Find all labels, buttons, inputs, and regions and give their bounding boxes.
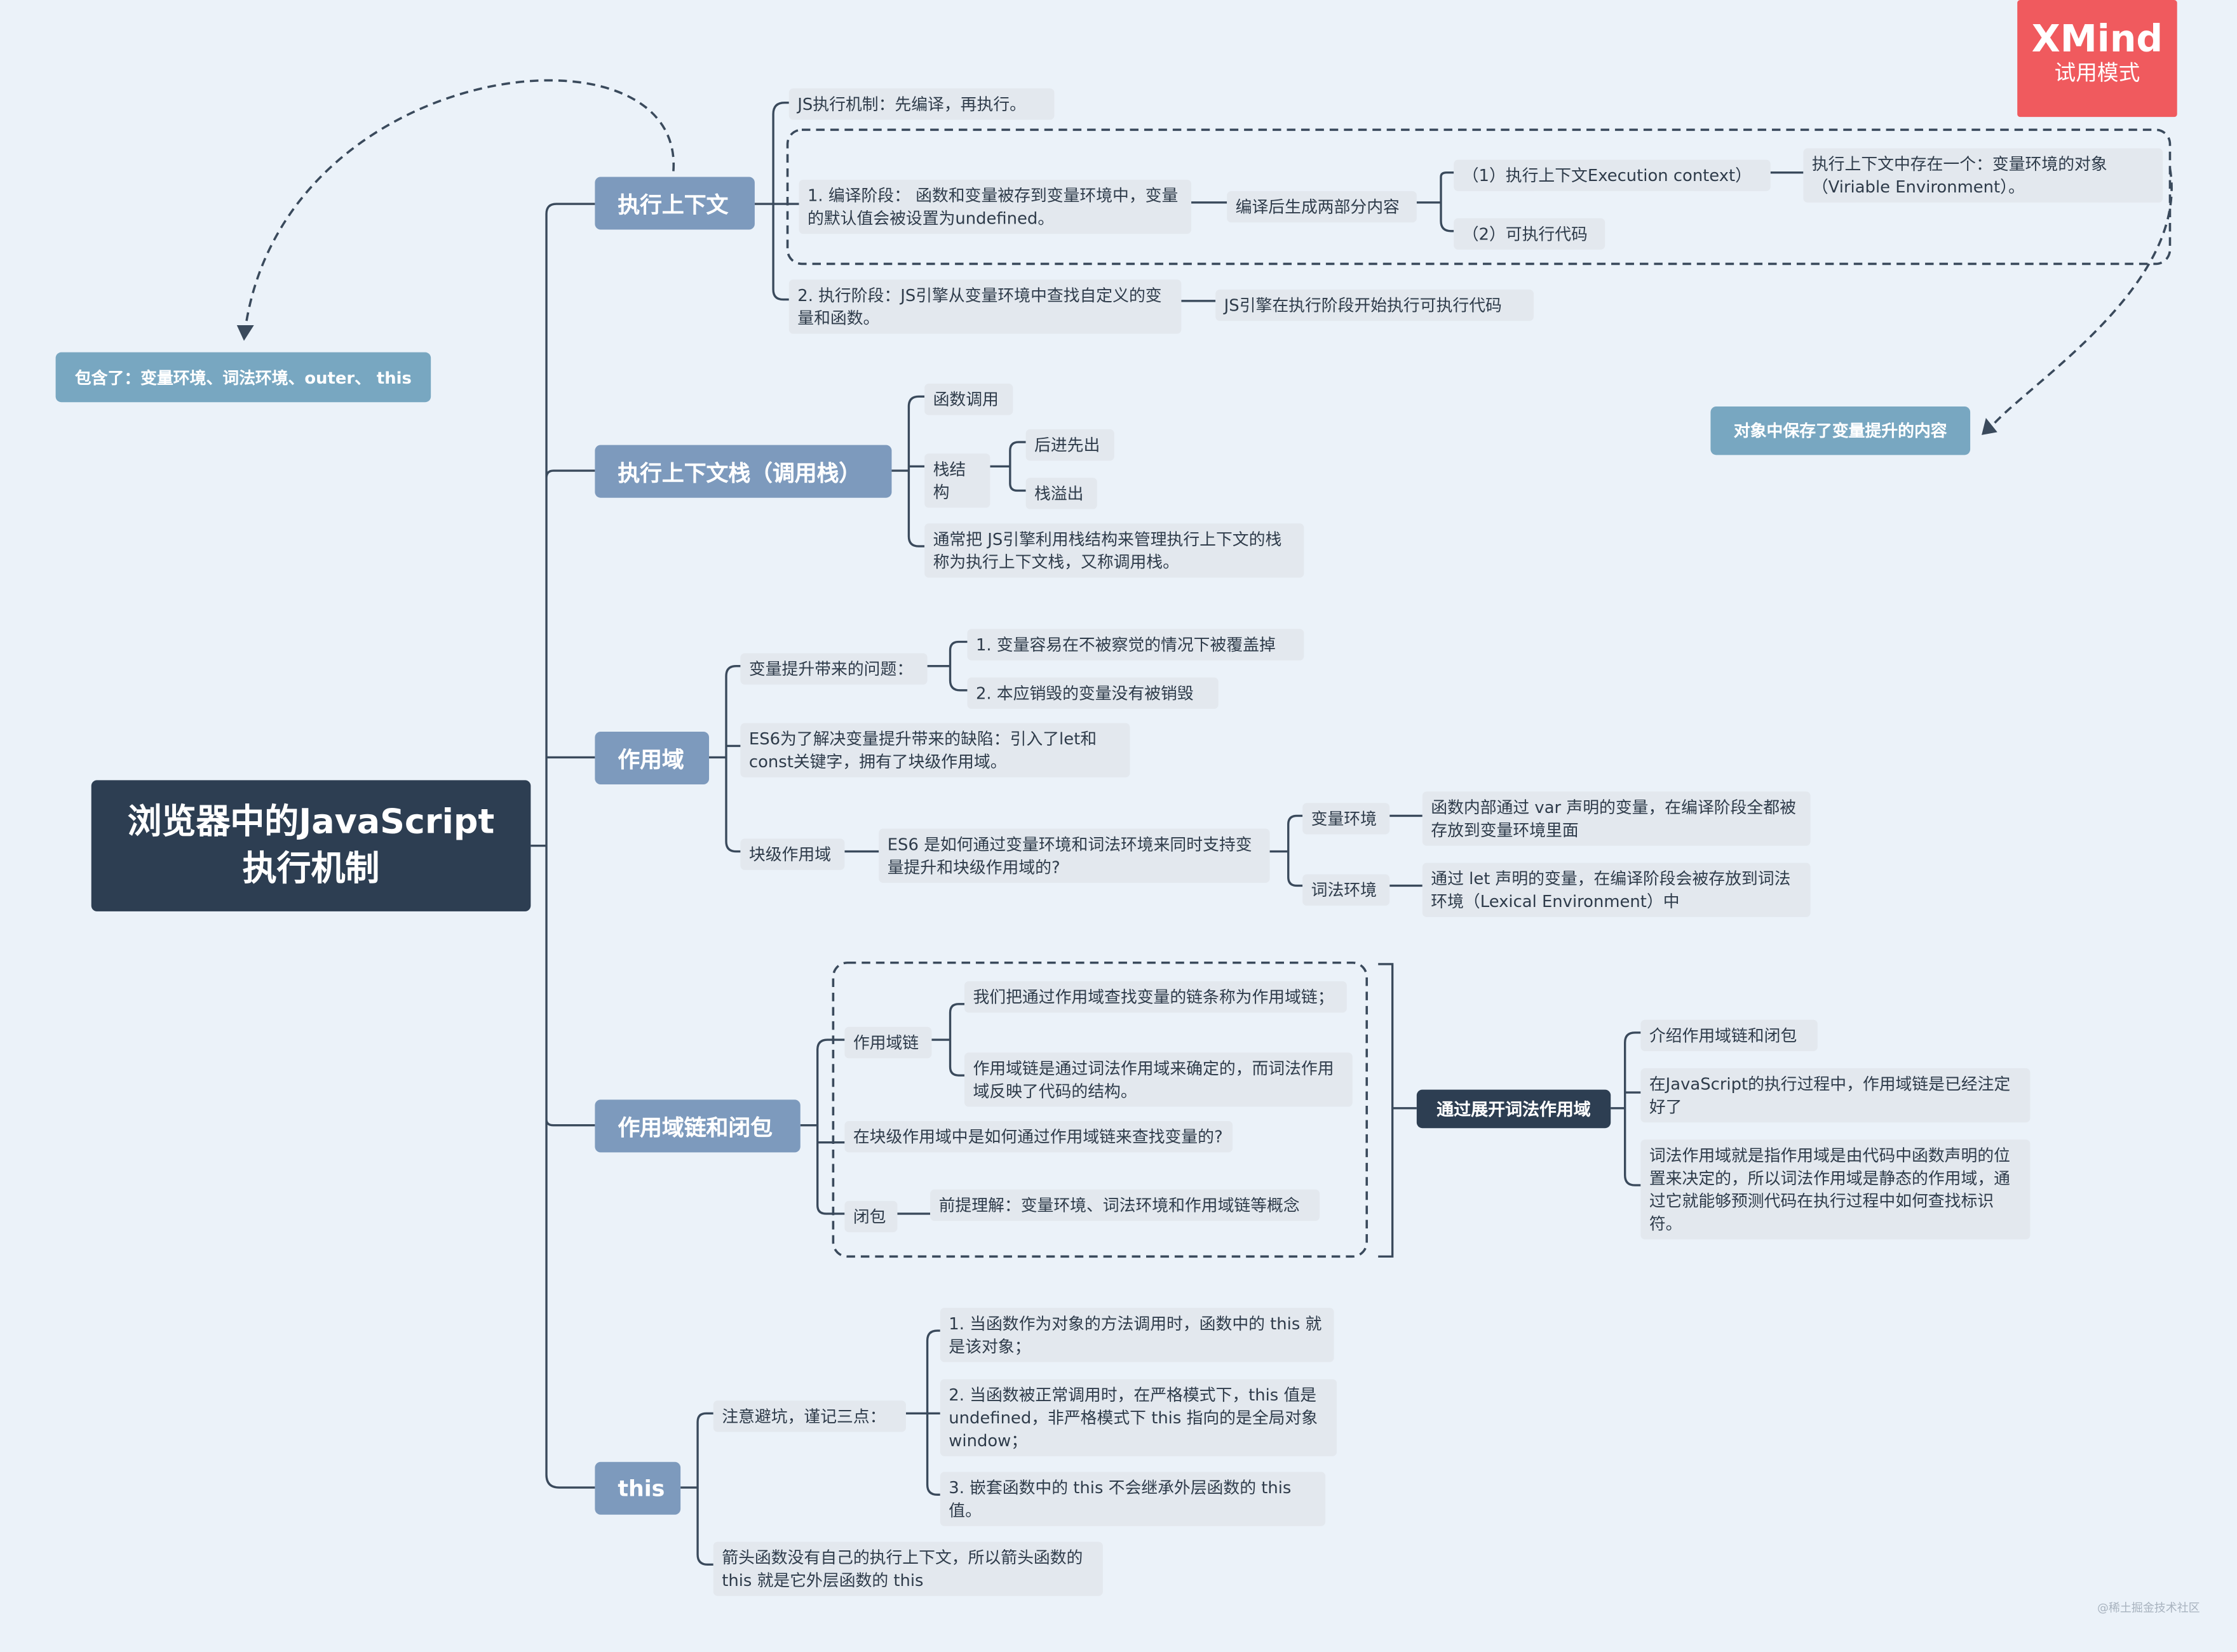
topic-scope-chain[interactable]: 作用域链 [844, 1026, 932, 1059]
topic-execution-output[interactable]: JS引擎在执行阶段开始执行可执行代码 [1215, 289, 1534, 321]
topic-call-stack[interactable]: 执行上下文栈（调用栈） [595, 445, 892, 498]
connector-branch2 [891, 395, 925, 547]
xmind-logo-text: XMind [2031, 18, 2163, 62]
topic-this[interactable]: this [595, 1461, 681, 1515]
topic-call-stack-desc[interactable]: 通常把 JS引擎利用栈结构来管理执行上下文的栈 称为执行上下文栈，又称调用栈。 [924, 523, 1304, 578]
topic-problem-overwrite[interactable]: 1. 变量容易在不被察觉的情况下被覆盖掉 [967, 629, 1304, 661]
floating-contains[interactable]: 包含了：变量环境、词法环境、outer、 this [55, 352, 431, 403]
topic-stack-structure[interactable]: 栈结构 [924, 453, 990, 508]
connector-branch3 [709, 664, 741, 853]
connector-root-trunk [531, 203, 595, 1489]
topic-stack-overflow[interactable]: 栈溢出 [1025, 478, 1097, 509]
topic-compile-phase[interactable]: 1. 编译阶段： 函数和变量被存到变量环境中，变量的默认值会被设置为undefi… [799, 179, 1192, 234]
arrowhead-left [236, 325, 254, 341]
connector-branch1 [754, 101, 799, 301]
connector-branch4 [800, 1038, 845, 1215]
topic-scope-chain-lexical[interactable]: 作用域链是通过词法作用域来确定的，而词法作用域反映了代码的结构。 [964, 1052, 1353, 1107]
topic-scope-chain-def[interactable]: 我们把通过作用域查找变量的链条称为作用域链； [964, 981, 1347, 1013]
topic-scope-chain-closure[interactable]: 作用域链和闭包 [595, 1099, 801, 1153]
topic-execution-phase[interactable]: 2. 执行阶段：JS引擎从变量环境中查找自定义的变量和函数。 [788, 279, 1182, 334]
topic-es6-how[interactable]: ES6 是如何通过变量环境和词法环境来同时支持变量提升和块级作用域的? [879, 828, 1270, 883]
topic-lexical-environment-desc[interactable]: 通过 let 声明的变量，在编译阶段会被存放到词法环境（Lexical Envi… [1422, 863, 1811, 917]
topic-es6-let-const[interactable]: ES6为了解决变量提升带来的缺陷：引入了let和const关键字，拥有了块级作用… [740, 723, 1130, 777]
topic-block-lookup[interactable]: 在块级作用域中是如何通过作用域链来查找变量的? [844, 1121, 1233, 1153]
connector-branch1-compile [1191, 171, 1804, 232]
topic-lifo[interactable]: 后进先出 [1025, 429, 1114, 461]
topic-lexical-scope[interactable]: 通过展开词法作用域 [1416, 1089, 1611, 1129]
topic-this-nested[interactable]: 3. 嵌套函数中的 this 不会继承外层函数的 this 值。 [940, 1472, 1326, 1526]
connector-branch3-problem [927, 640, 968, 692]
topic-function-call[interactable]: 函数调用 [924, 384, 1013, 415]
connector-branch4-lex [1611, 1031, 1641, 1186]
topic-mechanism[interactable]: JS执行机制：先编译，再执行。 [788, 88, 1055, 120]
topic-variable-environment-desc[interactable]: 函数内部通过 var 声明的变量，在编译阶段全都被存放到变量环境里面 [1422, 791, 1811, 846]
topic-variable-environment-object[interactable]: 执行上下文中存在一个：变量环境的对象（Viriable Environment）… [1803, 148, 2163, 203]
topic-lexical-scope-def[interactable]: 词法作用域就是指作用域是由代码中函数声明的位置来决定的，所以词法作用域是静态的作… [1640, 1139, 2031, 1240]
trial-mode-label: 试用模式 [2054, 60, 2140, 86]
topic-closure-prereq[interactable]: 前提理解：变量环境、词法环境和作用域链等概念 [930, 1189, 1320, 1221]
root-topic[interactable]: 浏览器中的JavaScript 执行机制 [91, 780, 531, 911]
watermark: @稀土掘金技术社区 [2097, 1601, 2200, 1615]
relation-curve-left [244, 79, 675, 328]
relation-curve-right [1989, 168, 2173, 429]
connector-branch5 [680, 1412, 713, 1566]
connector-branch4-chain [897, 1003, 964, 1215]
boundary-compile [786, 128, 2172, 265]
topic-three-points[interactable]: 注意避坑，谨记三点： [713, 1400, 906, 1432]
topic-execution-context[interactable]: 执行上下文 [595, 177, 755, 230]
topic-variable-environment[interactable]: 变量环境 [1302, 803, 1390, 835]
topic-this-method-call[interactable]: 1. 当函数作为对象的方法调用时，函数中的 this 就是该对象； [940, 1308, 1334, 1362]
topic-intro-scope-chain-closure[interactable]: 介绍作用域链和闭包 [1640, 1019, 1818, 1051]
xmind-trial-badge[interactable]: XMind 试用模式 [2017, 0, 2177, 118]
topic-block-scope[interactable]: 块级作用域 [740, 838, 845, 870]
topic-execution-context-part[interactable]: （1）执行上下文Execution context） [1454, 159, 1771, 191]
connector-branch4-bracket [1378, 963, 1417, 1258]
topic-lexical-environment[interactable]: 词法环境 [1302, 874, 1390, 906]
topic-scope-chain-determined[interactable]: 在JavaScript的执行过程中，作用域链是已经注定好了 [1640, 1068, 2031, 1123]
connector-branch5-three [905, 1329, 940, 1496]
topic-arrow-function[interactable]: 箭头函数没有自己的执行上下文，所以箭头函数的 this 就是它外层函数的 thi… [713, 1541, 1103, 1596]
topic-scope[interactable]: 作用域 [595, 731, 710, 785]
topic-executable-code[interactable]: （2）可执行代码 [1454, 218, 1605, 250]
topic-compile-output[interactable]: 编译后生成两部分内容 [1227, 191, 1417, 223]
arrowhead-right [1982, 417, 1997, 435]
floating-object-note[interactable]: 对象中保存了变量提升的内容 [1710, 406, 1971, 455]
connector-branch3-block [844, 814, 1423, 887]
topic-this-normal-call[interactable]: 2. 当函数被正常调用时，在严格模式下，this 值是 undefined，非严… [940, 1379, 1337, 1456]
boundary-scope-chain [832, 961, 1369, 1258]
topic-hoisting-problem[interactable]: 变量提升带来的问题： [740, 653, 928, 685]
connector-branch2-stack [990, 441, 1026, 492]
topic-closure[interactable]: 闭包 [844, 1200, 898, 1233]
topic-problem-not-destroyed[interactable]: 2. 本应销毁的变量没有被销毁 [967, 677, 1219, 709]
